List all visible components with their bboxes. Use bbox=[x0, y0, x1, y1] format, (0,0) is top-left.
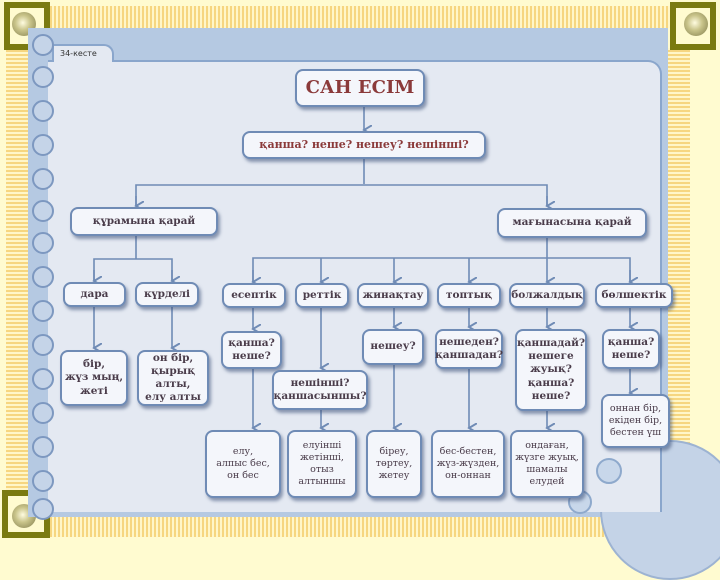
example-text: оннан бір, екіден бір, бестен үш bbox=[608, 403, 663, 438]
example-node: ондаған, жүзге жуық, шамалы елудей bbox=[510, 430, 584, 498]
frame-top-stripe bbox=[50, 6, 670, 28]
category-label: бөлшектік bbox=[601, 288, 667, 301]
category-label: жинақтау bbox=[362, 288, 424, 301]
example-text: он бір, қырық алты, елу алты bbox=[145, 351, 201, 404]
question-node: нешеу? bbox=[362, 329, 424, 365]
category-label: реттік bbox=[302, 288, 342, 301]
binder-ring bbox=[32, 200, 54, 222]
binder-ring bbox=[32, 498, 54, 520]
category-node: есептік bbox=[222, 283, 286, 308]
frame-left-stripe bbox=[6, 48, 28, 496]
example-node: оннан бір, екіден бір, бестен үш bbox=[601, 394, 670, 448]
binder-ring bbox=[32, 100, 54, 122]
question-text: нешінші? қаншасыншы? bbox=[273, 376, 367, 402]
root-node: САН ЕСІМ bbox=[295, 69, 425, 107]
question-node: нешінші? қаншасыншы? bbox=[272, 370, 368, 410]
corner-ball-icon bbox=[684, 12, 708, 36]
category-node: бөлшектік bbox=[595, 283, 673, 308]
table-label-tab: 34-кесте bbox=[52, 44, 114, 62]
root-label: САН ЕСІМ bbox=[305, 76, 415, 98]
example-node: елуінші жетінші, отыз алтыншы bbox=[287, 430, 357, 498]
example-node: бір, жүз мың, жеті bbox=[60, 350, 128, 406]
binder-ring bbox=[32, 402, 54, 424]
connector bbox=[252, 257, 631, 282]
question-text: қаншадай? нешеге жуық? қанша? неше? bbox=[516, 337, 586, 402]
category-node: болжалдық bbox=[509, 283, 585, 308]
question-text: нешеден? қаншадан? bbox=[434, 335, 504, 361]
question-node: қанша? неше? bbox=[221, 331, 282, 369]
branch-structure-label: құрамына қарай bbox=[92, 214, 196, 227]
binder-ring bbox=[32, 436, 54, 458]
question-text: қанша? неше? bbox=[228, 336, 275, 362]
example-node: бес-бестен, жүз-жүзден, он-оннан bbox=[431, 430, 505, 498]
example-text: елу, алпыс бес, он бес bbox=[216, 446, 270, 481]
frame-right-stripe bbox=[668, 48, 690, 496]
category-node: реттік bbox=[295, 283, 349, 308]
example-text: бес-бестен, жүз-жүзден, он-оннан bbox=[436, 446, 500, 481]
category-node: дара bbox=[63, 282, 126, 307]
category-label: болжалдық bbox=[511, 288, 583, 301]
question-text: нешеу? bbox=[370, 340, 416, 353]
questions-node: қанша? неше? нешеу? нешінші? bbox=[242, 131, 486, 159]
question-text: қанша? неше? bbox=[607, 335, 655, 361]
example-node: он бір, қырық алты, елу алты bbox=[137, 350, 209, 406]
decorative-circle bbox=[596, 458, 622, 484]
branch-structure: құрамына қарай bbox=[70, 207, 218, 236]
example-text: ондаған, жүзге жуық, шамалы елудей bbox=[515, 440, 579, 487]
connector bbox=[93, 258, 173, 280]
branch-meaning: мағынасына қарай bbox=[497, 208, 647, 238]
binder-ring bbox=[32, 266, 54, 288]
category-label: топтық bbox=[445, 288, 493, 301]
category-label: есептік bbox=[231, 288, 277, 301]
connector bbox=[135, 184, 548, 206]
branch-meaning-label: мағынасына қарай bbox=[512, 216, 632, 229]
example-text: біреу, төртеу, жетеу bbox=[375, 446, 413, 481]
binder-ring bbox=[32, 334, 54, 356]
binder-ring bbox=[32, 66, 54, 88]
table-label: 34-кесте bbox=[60, 49, 97, 58]
category-label: дара bbox=[80, 287, 109, 300]
category-label: күрделі bbox=[143, 287, 191, 300]
frame-bottom-stripe bbox=[50, 517, 670, 537]
binder-ring bbox=[32, 300, 54, 322]
example-node: біреу, төртеу, жетеу bbox=[366, 430, 422, 498]
connector-lines bbox=[0, 107, 720, 540]
example-text: бір, жүз мың, жеті bbox=[64, 358, 124, 397]
questions-label: қанша? неше? нешеу? нешінші? bbox=[259, 138, 469, 152]
question-node: нешеден? қаншадан? bbox=[435, 329, 503, 369]
binder-ring bbox=[32, 34, 54, 56]
question-node: қанша? неше? bbox=[602, 329, 660, 369]
binder-ring bbox=[32, 368, 54, 390]
binder-ring bbox=[32, 232, 54, 254]
category-node: күрделі bbox=[135, 282, 199, 307]
category-node: топтық bbox=[437, 283, 501, 308]
category-node: жинақтау bbox=[357, 283, 429, 308]
binder-ring bbox=[32, 470, 54, 492]
example-text: елуінші жетінші, отыз алтыншы bbox=[298, 440, 346, 487]
binder-ring bbox=[32, 134, 54, 156]
question-node: қаншадай? нешеге жуық? қанша? неше? bbox=[515, 329, 587, 411]
binder-ring bbox=[32, 168, 54, 190]
example-node: елу, алпыс бес, он бес bbox=[205, 430, 281, 498]
